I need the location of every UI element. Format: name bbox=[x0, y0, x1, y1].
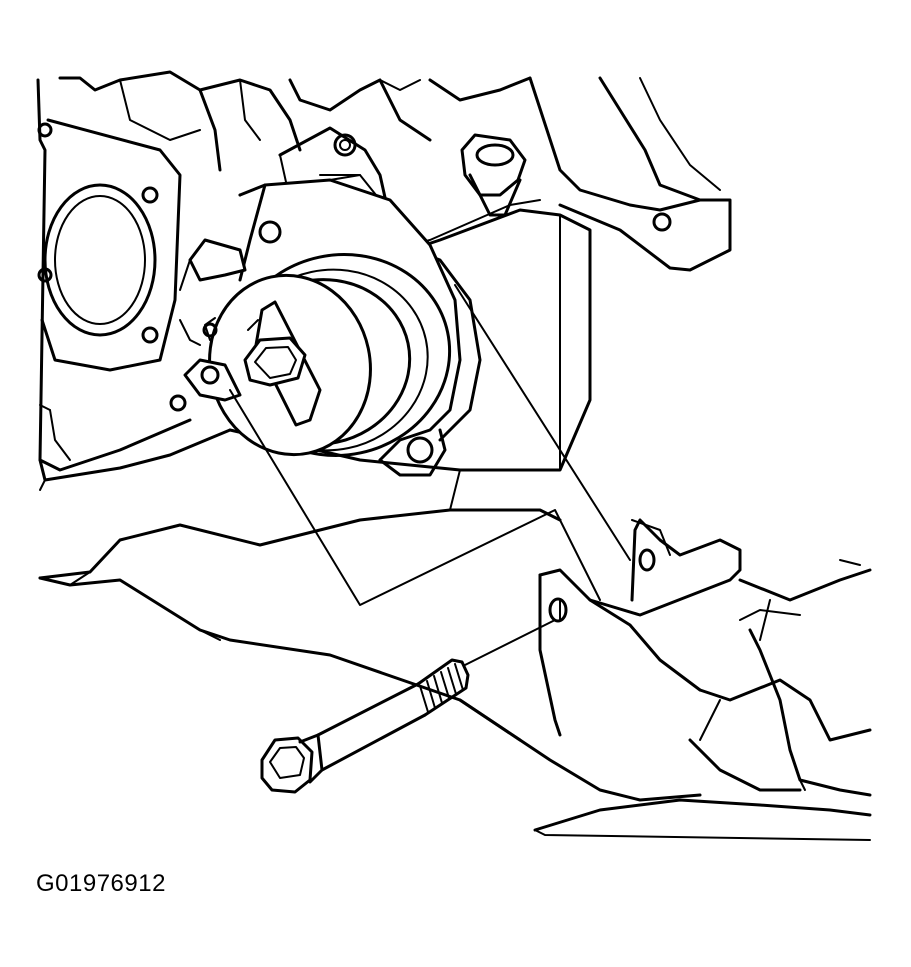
upper-right-bracket bbox=[460, 76, 732, 272]
frame-bracket bbox=[458, 518, 872, 841]
figure-id-label: G01976912 bbox=[36, 870, 166, 897]
upper-engine-block bbox=[36, 70, 532, 491]
engine-mount bbox=[179, 178, 462, 477]
mount-bolt bbox=[260, 658, 470, 794]
